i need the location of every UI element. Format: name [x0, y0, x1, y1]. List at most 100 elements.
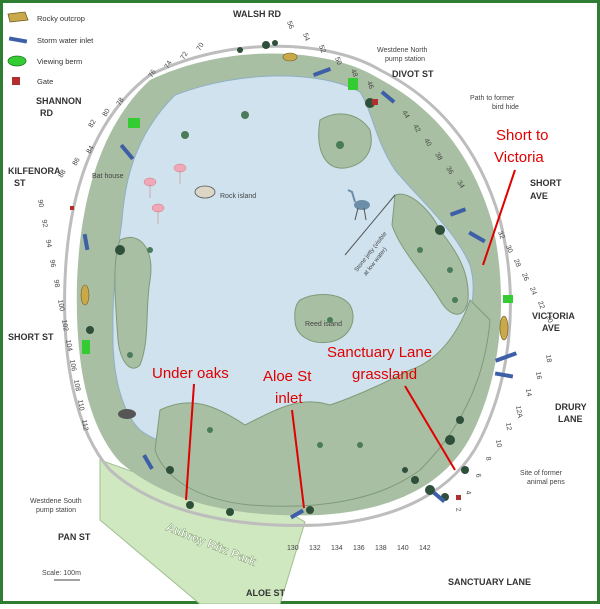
house-number: 72 [180, 51, 190, 61]
house-number: 140 [397, 545, 409, 552]
house-number: 46 [365, 80, 374, 90]
house-number: 2 [454, 507, 462, 512]
house-number: 136 [353, 545, 365, 552]
house-number: 10 [494, 439, 502, 448]
legend: Rocky outcrop Storm water inlet Viewing … [7, 11, 94, 86]
house-number: 56 [285, 20, 294, 30]
house-number: 80 [102, 108, 112, 118]
bird-hide-label-1: Path to former [470, 95, 515, 102]
house-number: 142 [419, 545, 431, 552]
rocky-outcrop-icon [80, 52, 509, 341]
stone-jetty [344, 194, 396, 256]
legend-item: Storm water inlet [8, 36, 94, 45]
annotation-short-victoria-1: Short to [496, 127, 549, 144]
gate-icon [12, 77, 20, 85]
street-short-east-2: AVE [530, 191, 548, 201]
street-sanctuary: SANCTUARY LANE [448, 577, 531, 587]
house-number: 130 [287, 545, 299, 552]
house-number: 44 [400, 110, 410, 120]
street-short-west: SHORT ST [8, 332, 54, 342]
bird-hide-label-2: bird hide [492, 104, 519, 111]
house-number: 8 [484, 456, 492, 461]
north-pump-label-2: pump station [385, 56, 425, 63]
legend-item: Gate [12, 77, 53, 86]
turtle-icon [118, 409, 136, 419]
rock-island-label: Rock island [220, 193, 256, 200]
storm-water-inlet-icon [8, 36, 28, 44]
house-number: 110 [76, 399, 85, 411]
viewing-berm-icon [82, 78, 513, 354]
perimeter-path [63, 44, 512, 527]
annotation-under-oaks: Under oaks [152, 365, 229, 382]
house-number: 134 [331, 545, 343, 552]
house-number: 48 [349, 68, 358, 78]
annotation-pointer [291, 409, 305, 509]
house-number: 30 [504, 244, 513, 254]
legend-label: Gate [37, 77, 53, 86]
house-number: 38 [433, 152, 443, 162]
legend-label: Rocky outcrop [37, 14, 85, 23]
house-number: 22 [536, 300, 545, 310]
legend-item: Rocky outcrop [7, 11, 85, 23]
legend-item: Viewing berm [7, 55, 82, 67]
annotation-sanctuary-grass-2: grassland [352, 366, 417, 383]
house-number: 132 [309, 545, 321, 552]
south-shore [154, 299, 491, 507]
street-shannon-1: SHANNON [36, 96, 82, 106]
house-number: 112 [80, 419, 89, 431]
house-number: 34 [455, 180, 465, 190]
house-number: 26 [520, 272, 529, 282]
pens-label-1: Site of former [520, 470, 563, 477]
rock-island [194, 185, 216, 199]
house-number: 94 [44, 239, 52, 248]
legend-label: Storm water inlet [37, 36, 94, 45]
house-number: 12A [514, 405, 523, 419]
house-number: 88 [58, 169, 68, 179]
house-number: 100 [56, 299, 65, 312]
scale-label: Scale: 100m [42, 570, 81, 577]
reed-island [294, 294, 354, 344]
house-number: 32 [496, 230, 505, 240]
house-number: 52 [317, 44, 326, 54]
north-pump-label-1: Westdene North [377, 47, 428, 54]
house-number: 98 [52, 279, 60, 288]
street-kilfenora-2: ST [14, 178, 26, 188]
annotation-aloe-inlet-1: Aloe St [263, 368, 312, 385]
house-number: 84 [86, 145, 96, 155]
house-number: 92 [40, 219, 48, 228]
annotation-short-victoria-2: Victoria [494, 149, 544, 166]
house-number: 90 [36, 199, 44, 208]
reed-island-label: Reed island [305, 321, 342, 328]
house-number: 14 [524, 388, 532, 397]
annotation-aloe-inlet-2: inlet [275, 390, 303, 407]
house-numbers: 5654525048467674727082807888868444424038… [36, 20, 553, 552]
house-number: 50 [333, 56, 342, 66]
west-peninsula [114, 237, 152, 369]
street-shannon-2: RD [40, 108, 53, 118]
house-number: 24 [528, 286, 537, 296]
house-number: 12 [504, 422, 512, 431]
street-victoria-2: AVE [542, 323, 560, 333]
house-number: 28 [512, 258, 521, 268]
house-number: 4 [464, 490, 472, 495]
pens-label-2: animal pens [527, 479, 565, 486]
house-number: 20 [544, 314, 553, 324]
street-victoria-1: VICTORIA [532, 311, 575, 321]
house-number: 16 [534, 371, 542, 380]
rocky-outcrop-icon [7, 11, 29, 23]
south-pump-label-2: pump station [36, 507, 76, 514]
house-number: 36 [444, 166, 454, 176]
north-peninsula [318, 113, 372, 169]
house-number: 54 [301, 32, 310, 42]
street-divot: DIVOT ST [392, 69, 434, 79]
house-number: 102 [60, 319, 69, 332]
annotation-sanctuary-grass-1: Sanctuary Lane [327, 344, 432, 361]
house-number: 106 [68, 359, 77, 372]
house-number: 78 [116, 97, 126, 107]
flamingo-icon [143, 163, 187, 224]
house-number: 82 [88, 119, 98, 129]
bat-house-label: Bat house [92, 173, 124, 180]
south-pump-label-1: Westdene South [30, 498, 82, 505]
